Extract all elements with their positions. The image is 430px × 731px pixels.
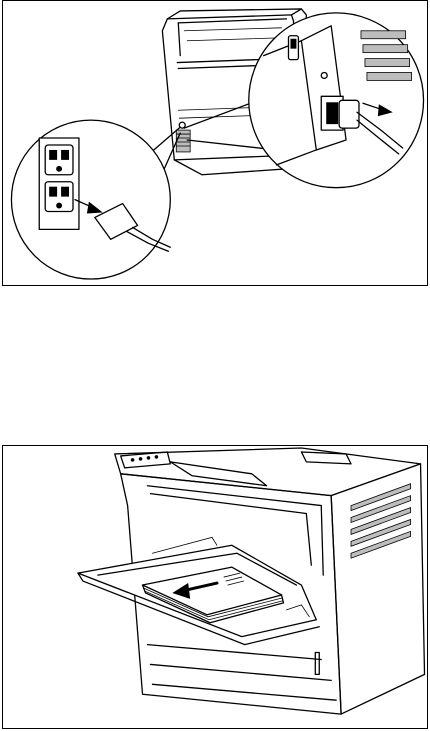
wall-outlet-icon — [39, 138, 79, 229]
power-inlet-icon — [321, 96, 359, 130]
unplug-illustration — [3, 1, 427, 285]
zoom-wall-outlet — [11, 120, 180, 279]
power-switch-icon — [288, 36, 298, 60]
tray-illustration — [3, 446, 427, 728]
figure-unplug-power-cord — [2, 0, 428, 286]
figure-remove-paper-from-tray — [2, 445, 428, 729]
